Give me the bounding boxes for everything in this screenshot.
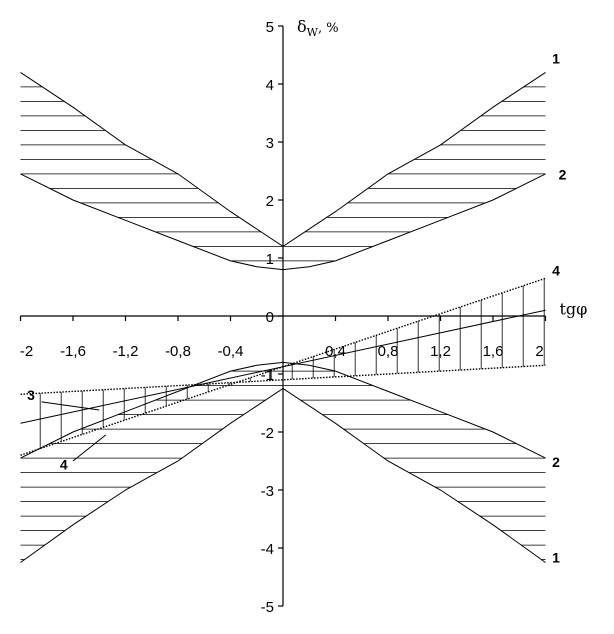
y-tick-label: 5 bbox=[266, 19, 274, 36]
y-tick-label: 1 bbox=[266, 251, 274, 268]
y-tick-label: -1 bbox=[261, 367, 274, 384]
ticks: -5 -4 -3 -2 -1 0 1 2 3 4 5 -2 -1,6 -1,2 -0,8 -0,4 0,4 0,8… bbox=[20, 19, 547, 616]
y-axis-title: δW, % bbox=[297, 17, 339, 39]
y-tick-label: 4 bbox=[266, 77, 274, 94]
x-tick-label: -0,8 bbox=[165, 343, 191, 360]
label-leader bbox=[41, 401, 100, 411]
x-tick-label: 0,8 bbox=[378, 343, 399, 360]
y-tick-label: -2 bbox=[261, 425, 274, 442]
y-tick-label: -4 bbox=[261, 541, 274, 558]
x-tick-label: -2 bbox=[20, 343, 33, 360]
x-tick-label: -0,4 bbox=[218, 343, 244, 360]
y-tick-label: 0 bbox=[266, 309, 274, 326]
hatching bbox=[20, 86, 546, 560]
x-tick-label: 0,4 bbox=[325, 343, 346, 360]
x-axis-title: tgφ bbox=[560, 299, 588, 318]
x-tick-label: -1,2 bbox=[113, 343, 139, 360]
label-leader bbox=[72, 434, 107, 462]
curve-label-4: 4 bbox=[60, 457, 68, 473]
y-tick-label: 2 bbox=[266, 193, 274, 210]
curve-label-2: 2 bbox=[559, 167, 567, 183]
curve-label-1: 1 bbox=[552, 51, 560, 67]
y-axis-title-unit: , % bbox=[318, 21, 339, 36]
curve-labels: 1 2 4 2 1 3 4 bbox=[27, 51, 567, 566]
y-axis-title-symbol: δ bbox=[297, 17, 307, 36]
curve-label-1: 1 bbox=[552, 550, 560, 566]
x-tick-label: 2 bbox=[535, 343, 543, 360]
y-tick-label: -5 bbox=[261, 599, 274, 616]
y-axis-title-subscript: W bbox=[307, 26, 319, 39]
curve-label-2: 2 bbox=[552, 454, 560, 470]
y-tick-label: 3 bbox=[266, 135, 274, 152]
curve-label-3: 3 bbox=[27, 387, 35, 403]
x-tick-label: -1,6 bbox=[60, 343, 86, 360]
series-4-line bbox=[20, 364, 546, 395]
y-tick-label: -3 bbox=[261, 483, 274, 500]
curve-label-4: 4 bbox=[552, 262, 560, 278]
x-tick-label: 1,6 bbox=[483, 343, 504, 360]
x-tick-label: 1,2 bbox=[430, 343, 451, 360]
